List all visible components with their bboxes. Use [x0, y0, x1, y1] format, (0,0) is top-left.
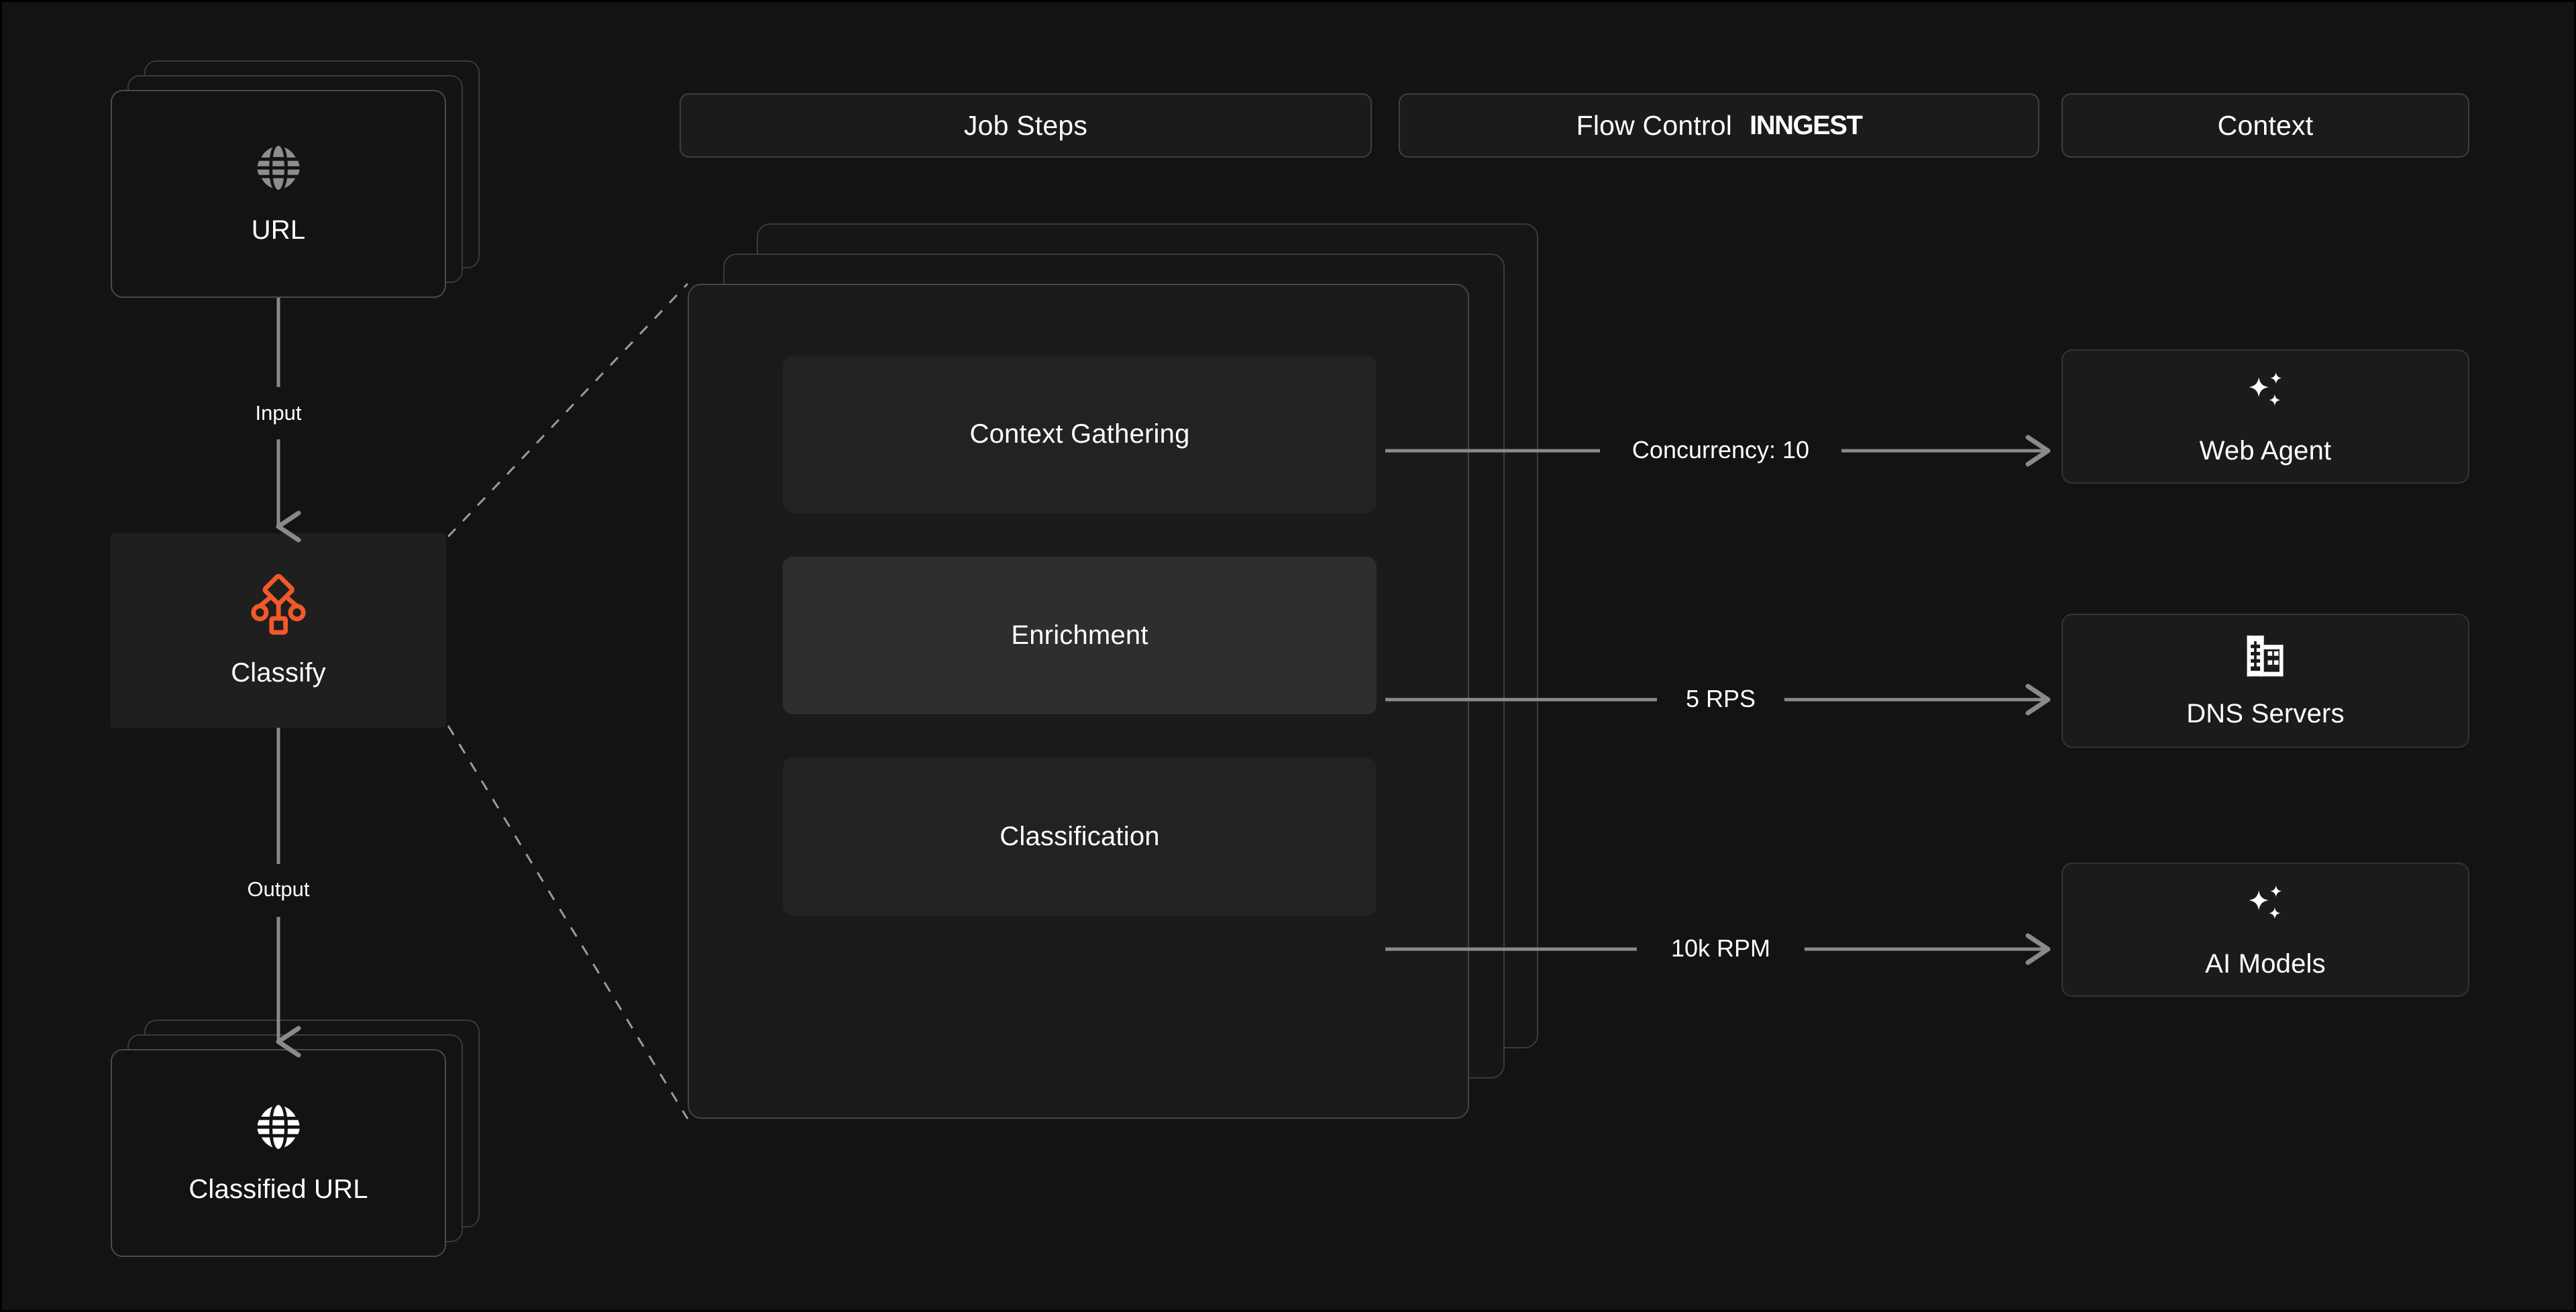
url-node-label: URL	[251, 215, 306, 245]
header-pill-flow-control[interactable]: Flow Control INNGEST	[1399, 93, 2039, 158]
globe-icon	[252, 142, 305, 198]
step-label-context-gathering: Context Gathering	[969, 419, 1190, 449]
edge-label-input: Input	[255, 401, 302, 425]
job-steps-panel[interactable]: Context Gathering Enrichment Classificat…	[688, 284, 1469, 1119]
classified-url-node-stack[interactable]: Classified URL	[111, 1020, 486, 1261]
edge-label-concurrency: Concurrency: 10	[1631, 436, 1810, 463]
header-label-context: Context	[2217, 109, 2314, 141]
step-card-enrichment[interactable]: Enrichment	[783, 557, 1377, 714]
url-node-stack[interactable]: URL	[111, 60, 486, 302]
sparkles-icon	[2241, 367, 2290, 420]
edge-label-rps: 5 RPS	[1685, 685, 1756, 712]
edge-classify-panel-top	[447, 282, 689, 538]
context-node-ai-models[interactable]: AI Models	[2061, 863, 2469, 997]
header-label-job-steps: Job Steps	[963, 109, 1088, 141]
classify-node-label: Classify	[231, 658, 326, 688]
step-card-classification[interactable]: Classification	[783, 758, 1377, 916]
header-label-flow-control: Flow Control	[1576, 109, 1733, 141]
inngest-logo-wordmark: INNGEST	[1750, 110, 1863, 140]
edge-label-output: Output	[247, 877, 310, 901]
header-pill-context[interactable]: Context	[2061, 93, 2469, 158]
header-pill-job-steps[interactable]: Job Steps	[680, 93, 1372, 158]
classify-workflow-icon	[246, 573, 311, 641]
context-label-web-agent: Web Agent	[2199, 436, 2332, 466]
classified-url-node-label: Classified URL	[189, 1174, 368, 1204]
classified-url-node-card[interactable]: Classified URL	[111, 1049, 446, 1257]
edge-label-rpm: 10k RPM	[1670, 934, 1771, 962]
sparkles-icon	[2241, 880, 2290, 933]
context-label-dns-servers: DNS Servers	[2186, 699, 2345, 728]
url-node-card[interactable]: URL	[111, 90, 446, 298]
context-node-web-agent[interactable]: Web Agent	[2061, 349, 2469, 484]
classify-node-card[interactable]: Classify	[111, 533, 446, 728]
globe-icon	[252, 1101, 305, 1157]
context-node-dns-servers[interactable]: DNS Servers	[2061, 614, 2469, 748]
step-label-classification: Classification	[1000, 822, 1160, 851]
context-label-ai-models: AI Models	[2205, 949, 2326, 979]
building-icon	[2242, 633, 2289, 683]
step-card-context-gathering[interactable]: Context Gathering	[783, 356, 1377, 513]
step-label-enrichment: Enrichment	[1011, 620, 1148, 650]
